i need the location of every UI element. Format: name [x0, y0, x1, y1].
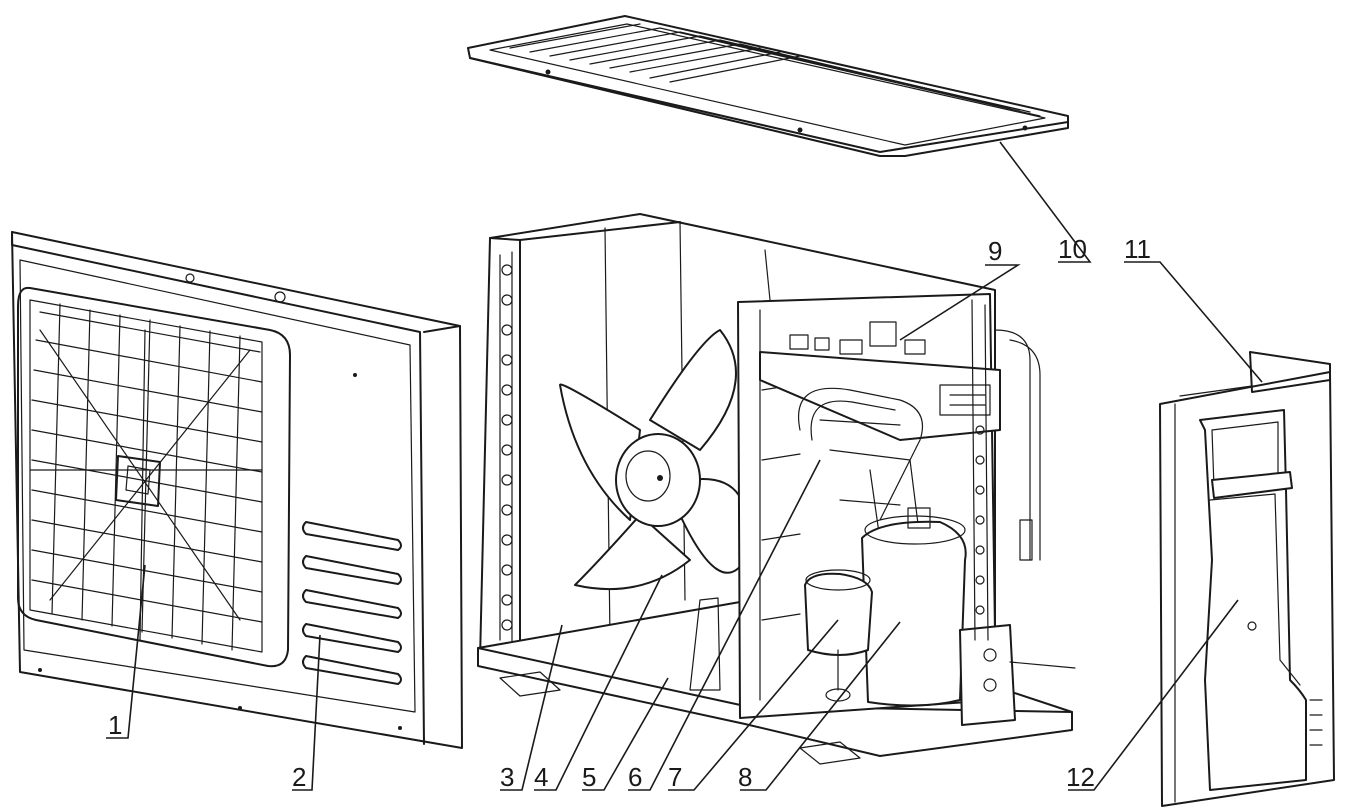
- callout-10: 10: [1058, 234, 1087, 264]
- leader-lines: [106, 141, 1263, 791]
- leader-3: [500, 624, 563, 791]
- leader-6: [628, 459, 821, 791]
- leader-12: [1068, 599, 1239, 791]
- callout-7: 7: [668, 762, 682, 792]
- side-panel: [1159, 351, 1335, 807]
- front-panel-vents: [302, 521, 402, 685]
- leader-2: [292, 634, 321, 791]
- callout-labels: 1 2 3 4 5 6 7 8 9 10 11 12: [108, 234, 1151, 792]
- leader-7: [668, 619, 839, 791]
- accumulator: [804, 569, 873, 702]
- leader-8: [740, 621, 901, 791]
- leader-10: [999, 141, 1092, 263]
- front-panel: [11, 231, 463, 749]
- callout-1: 1: [108, 710, 122, 740]
- leader-5: [582, 677, 669, 791]
- leader-4: [534, 574, 663, 791]
- callout-5: 5: [582, 762, 596, 792]
- fan-blade: [559, 329, 749, 591]
- callout-9: 9: [988, 236, 1002, 266]
- callout-2: 2: [292, 762, 306, 792]
- callout-3: 3: [500, 762, 514, 792]
- callout-4: 4: [534, 762, 548, 792]
- leader-9: [899, 264, 1021, 341]
- callout-11: 11: [1124, 234, 1151, 264]
- callout-8: 8: [738, 762, 752, 792]
- top-cover: [467, 15, 1069, 157]
- callout-12: 12: [1066, 762, 1095, 792]
- leader-11: [1124, 261, 1263, 383]
- fan-guard-grille: [17, 286, 291, 668]
- callout-6: 6: [628, 762, 642, 792]
- compressor: [861, 507, 967, 707]
- leader-1: [106, 564, 146, 739]
- main-chassis: [477, 213, 1076, 765]
